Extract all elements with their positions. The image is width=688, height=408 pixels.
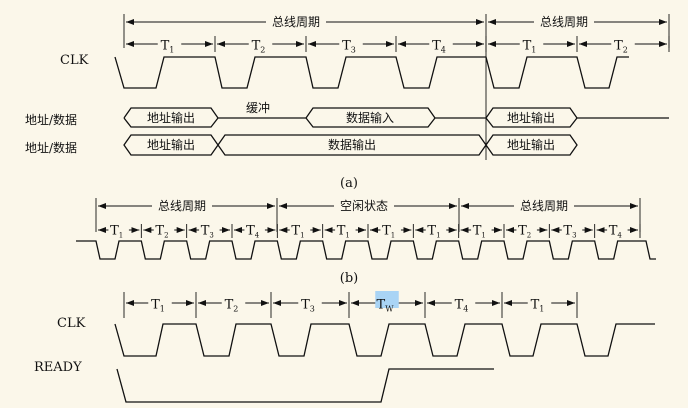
c-t-label-bg <box>375 291 399 308</box>
a-row2-waveform <box>123 134 578 156</box>
a-row1-buffer-text: 缓冲 <box>246 100 270 115</box>
a-label-bg <box>266 14 326 29</box>
c-clk-label: CLK <box>57 316 86 331</box>
b-label-bg <box>152 198 212 213</box>
b-t-label-bg <box>244 220 265 235</box>
a-row2-addr-text: 地址输出 <box>147 137 195 152</box>
c-t-label-bg <box>451 291 476 308</box>
c-clk-waveform <box>114 323 655 357</box>
a-t-label-bg <box>429 32 453 49</box>
c-ready-label: READY <box>34 360 82 375</box>
b-t-label-bg <box>199 220 220 235</box>
c-t-label-bg <box>298 291 322 308</box>
a-row1-waveform <box>123 107 669 128</box>
a-clk-label: CLK <box>60 53 89 68</box>
b-bus-cycle-label-1: 总线周期 <box>158 199 206 213</box>
a-row1-addr2-text: 地址输出 <box>507 110 555 125</box>
a-row1-addr-text: 地址输出 <box>147 110 195 125</box>
b-t-label-bg <box>561 220 583 235</box>
a-t-label-bg <box>611 32 635 49</box>
a-caption: (a) <box>340 176 358 191</box>
b-label-bg <box>514 198 574 213</box>
a-row1-data-text: 数据输入 <box>346 110 394 125</box>
a-label-bg <box>534 14 594 29</box>
b-t-label-bg <box>108 220 129 235</box>
a-clk-waveform <box>114 56 629 89</box>
b-label-bg <box>334 198 394 213</box>
b-t-label-bg <box>335 220 356 235</box>
b-caption: (b) <box>340 271 358 286</box>
b-t-label-bg <box>425 220 447 235</box>
b-t-label-bg <box>607 220 628 235</box>
b-t-label-bg <box>380 220 401 235</box>
b-idle-label: 空闲状态 <box>340 199 388 213</box>
a-row2-label: 地址/数据 <box>25 140 77 155</box>
a-row2-addr2-text: 地址输出 <box>507 137 555 152</box>
a-t-label-bg <box>157 32 182 49</box>
c-ready-waveform <box>116 368 494 403</box>
b-clk-waveform <box>76 240 656 260</box>
a-bus-cycle-label: 总线周期 <box>272 15 320 29</box>
b-t-label-bg <box>289 220 311 235</box>
a-row2-data-text: 数据输出 <box>328 137 376 152</box>
c-t-label-bg <box>527 291 552 308</box>
b-t-label-bg <box>516 220 537 235</box>
b-bus-cycle-label-2: 总线周期 <box>520 199 568 213</box>
b-t-label-bg <box>153 220 175 235</box>
b-t-label-bg <box>471 220 492 235</box>
c-t-label-bg <box>221 291 246 308</box>
c-t-label-bg <box>148 291 172 308</box>
a-t-label-bg <box>519 32 544 49</box>
a-row1-label: 地址/数据 <box>25 112 77 127</box>
a-t-label-bg <box>248 32 273 49</box>
a-t-label-bg <box>339 32 363 49</box>
a-bus-cycle-label-2: 总线周期 <box>540 15 588 29</box>
